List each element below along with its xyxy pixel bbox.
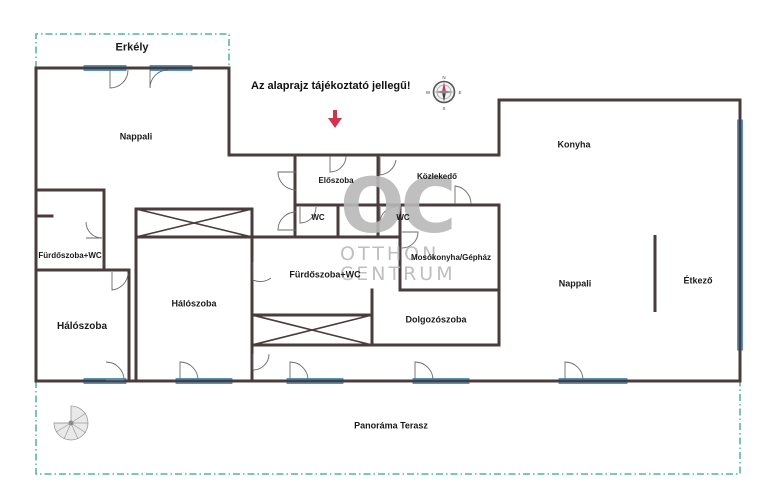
terrace-outline [35, 33, 741, 475]
room-label-halo-left: Hálószoba [56, 321, 108, 332]
windows [83, 65, 743, 384]
room-label-terasz: Panoráma Terasz [354, 420, 428, 431]
spiral-staircase [53, 405, 89, 441]
room-label-halo-center: Hálószoba [171, 298, 217, 309]
doors [85, 69, 584, 381]
room-label-furdoszoba-center: Fürdőszoba+WC [289, 269, 361, 280]
shafts [135, 208, 373, 346]
room-label-konyha: Konyha [557, 139, 591, 150]
room-label-nappali-right: Nappali [558, 278, 592, 289]
compass-s: S [442, 106, 445, 111]
room-label-wc-1: WC [311, 213, 325, 222]
walls [34, 66, 742, 383]
room-label-furdoszoba-left: Fürdőszoba+WC [38, 251, 102, 260]
room-label-wc-2: WC [396, 213, 410, 222]
room-label-eloszoba: Előszoba [318, 176, 354, 185]
compass-e: E [458, 90, 461, 95]
disclaimer-text: Az alaprajz tájékoztató jellegű! [251, 80, 411, 92]
room-label-mosokonyha: Mosókonyha/Gépház [410, 253, 492, 262]
room-label-nappali-left: Nappali [119, 131, 153, 142]
room-label-erkely: Erkély [115, 41, 149, 54]
room-label-dolgozo: Dolgozószoba [405, 314, 467, 325]
room-label-kozlekedo: Közlekedő [416, 172, 458, 181]
entrance-arrow [328, 110, 342, 128]
compass-icon: N S W E [426, 75, 462, 111]
compass-w: W [426, 90, 431, 95]
compass-n: N [442, 75, 445, 80]
room-label-etkezo: Étkező [683, 275, 713, 286]
